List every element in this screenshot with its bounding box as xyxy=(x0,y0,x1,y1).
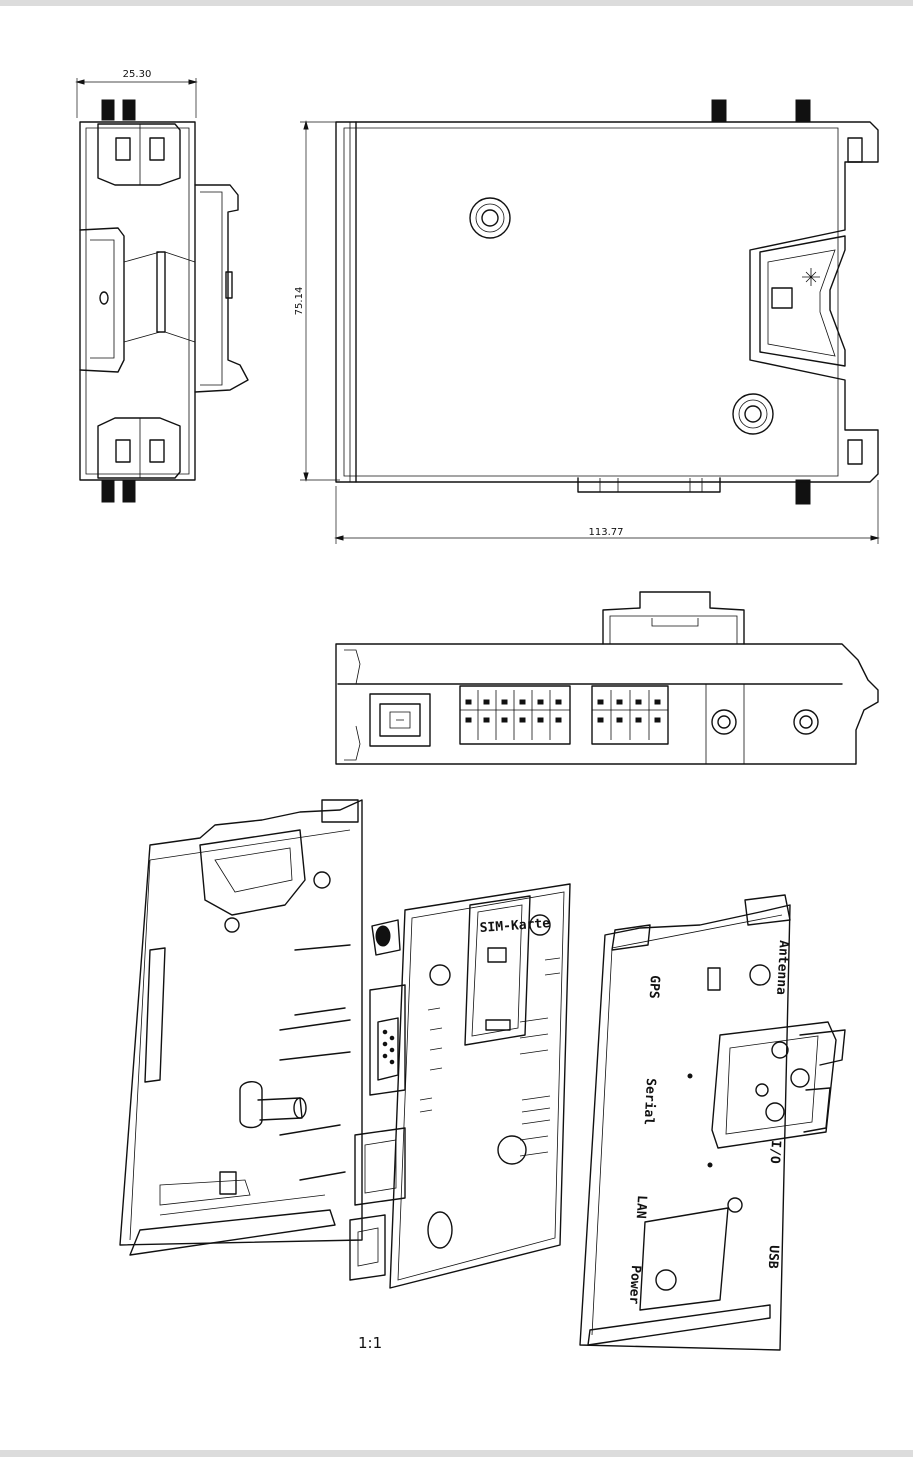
front-view xyxy=(336,592,878,764)
antenna-connector xyxy=(102,480,114,502)
io-label: I/O xyxy=(767,1140,783,1164)
antenna-socket xyxy=(712,710,736,734)
dimension-width-label: 25.30 xyxy=(123,69,152,80)
antenna-connector xyxy=(123,480,135,502)
antenna-connector xyxy=(123,100,135,120)
dimension-height: 75.14 xyxy=(294,122,340,480)
side-view: 25.30 xyxy=(77,69,248,502)
circuit-board: SIM-Karte xyxy=(350,884,570,1288)
front-cover: GPS Serial LAN Power USB Antenna I/O xyxy=(580,895,845,1350)
antenna-label: Antenna xyxy=(773,940,791,996)
din-rail-clip xyxy=(712,1022,845,1148)
lan-label: LAN xyxy=(633,1195,649,1219)
top-view: 75.14 113 xyxy=(294,100,878,544)
power-label: Power xyxy=(626,1265,643,1305)
gps-label: GPS xyxy=(646,975,662,999)
back-housing xyxy=(120,800,362,1255)
dimension-length-label: 113.77 xyxy=(589,527,624,538)
dimension-width: 25.30 xyxy=(77,69,196,118)
terminal-block-2 xyxy=(592,686,668,744)
serial-label: Serial xyxy=(641,1078,658,1126)
scale-label: 1:1 xyxy=(358,1334,382,1352)
usb-label: USB xyxy=(765,1245,781,1269)
sim-card-label: SIM-Karte xyxy=(479,916,550,936)
terminal-block-1 xyxy=(460,686,570,744)
antenna-connector xyxy=(102,100,114,120)
antenna-connector xyxy=(796,480,810,504)
antenna-connector xyxy=(712,100,726,122)
antenna-connector xyxy=(796,100,810,122)
dimension-height-label: 75.14 xyxy=(294,287,305,316)
antenna-socket xyxy=(794,710,818,734)
